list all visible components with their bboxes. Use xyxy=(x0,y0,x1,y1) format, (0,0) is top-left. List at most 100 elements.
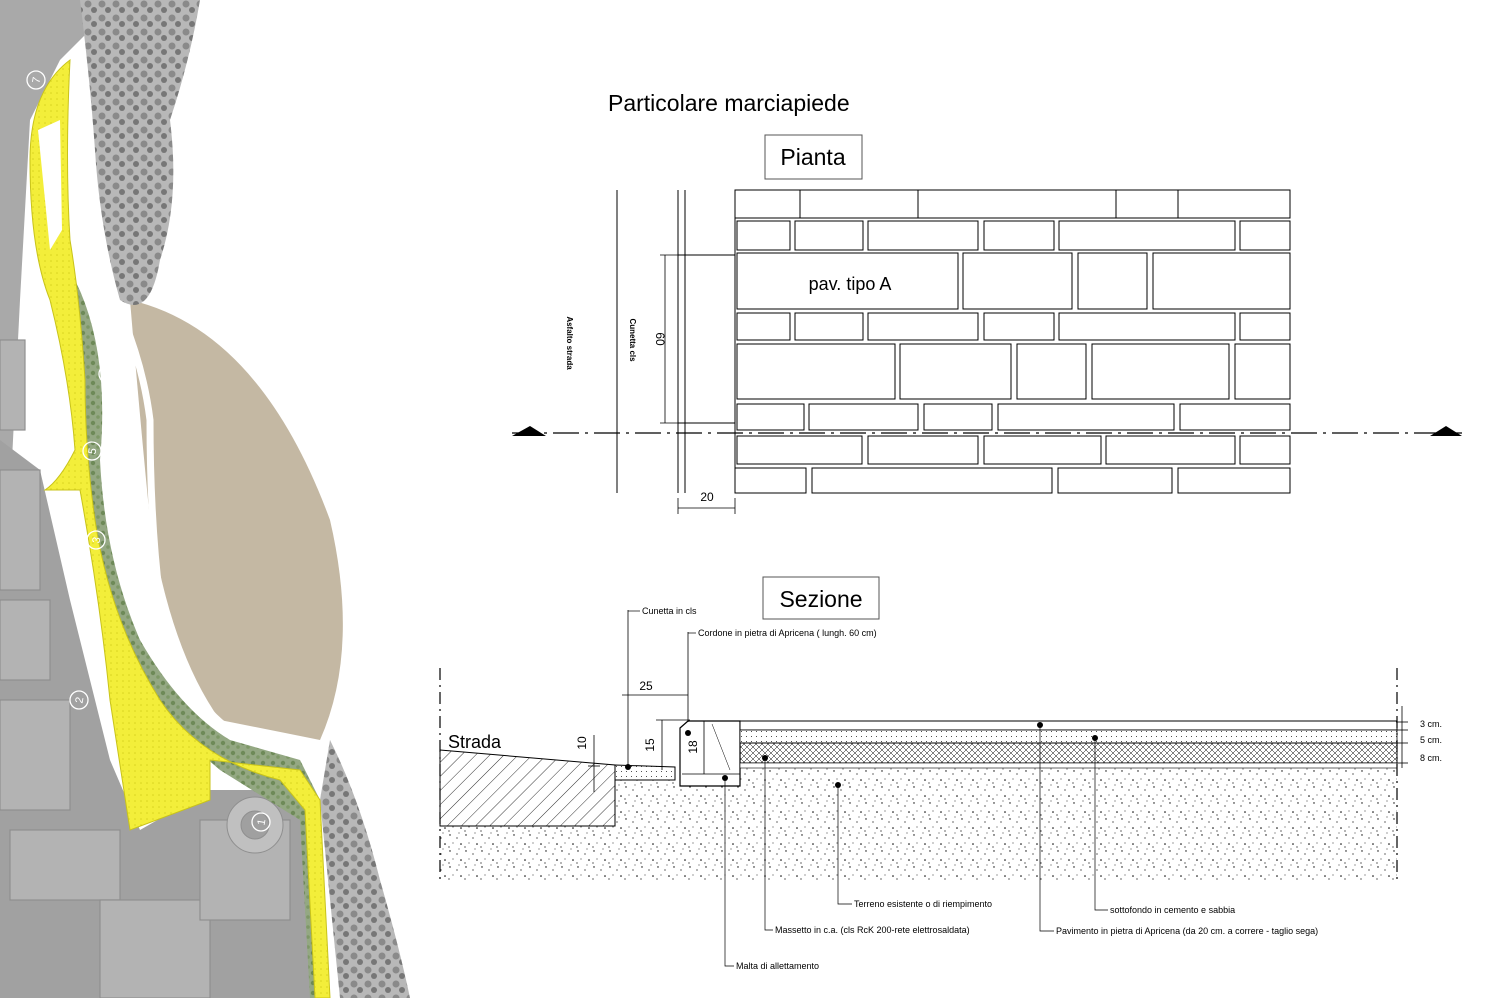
paving-brick xyxy=(1105,435,1236,465)
layer-thickness-3: 8 cm. xyxy=(1420,753,1442,763)
paving-brick xyxy=(1239,312,1291,341)
rocky-coast xyxy=(80,0,200,305)
map-marker-7 xyxy=(26,70,46,90)
paving-brick xyxy=(734,189,801,219)
dim-curb-height: 18 xyxy=(686,740,700,754)
map-marker-label: 6 xyxy=(32,334,45,342)
pianta-heading-box xyxy=(764,134,863,180)
layer-thickness-2: 5 cm. xyxy=(1420,735,1442,745)
paving-brick xyxy=(983,220,1055,251)
map-marker-label: 3 xyxy=(91,536,104,544)
paving-brick xyxy=(1239,435,1291,465)
map-marker-label: 4 xyxy=(103,370,116,378)
mortar-layer xyxy=(739,762,1398,769)
callout-curb: Cordone in pietra di Apricena ( lungh. 6… xyxy=(698,628,877,638)
paving-brick xyxy=(867,435,979,465)
pianta-heading: Pianta xyxy=(780,144,845,170)
paving-brick xyxy=(899,343,1012,400)
road-wedge xyxy=(439,749,616,827)
paving-brick xyxy=(734,467,807,494)
paving-brick xyxy=(1091,343,1230,400)
paving-brick xyxy=(1077,252,1148,310)
paving-brick xyxy=(808,403,919,431)
sea-area xyxy=(130,300,343,740)
map-marker-label: 5 xyxy=(87,447,100,455)
callout-subbase: sottofondo in cemento e sabbia xyxy=(1110,905,1235,915)
plan-dimension-60 xyxy=(660,254,680,424)
callout-soil: Terreno esistente o di riempimento xyxy=(854,899,992,909)
paving-brick xyxy=(794,312,864,341)
paving-brick xyxy=(1179,403,1291,431)
paving-brick xyxy=(983,312,1055,341)
paving-brick xyxy=(867,312,979,341)
callout-leaders xyxy=(628,610,1108,967)
building-blocks xyxy=(0,339,291,998)
paving-brick xyxy=(794,220,864,251)
gutter-label: Cunetta cls xyxy=(628,318,637,362)
dim-road-step: 10 xyxy=(575,736,589,750)
drawing-title: Particolare marciapiede xyxy=(608,90,850,116)
callout-gutter: Cunetta in cls xyxy=(642,606,697,616)
paving-brick xyxy=(983,435,1102,465)
paving-brick xyxy=(736,220,791,251)
map-marker-label: 7 xyxy=(31,76,44,84)
slab-layer xyxy=(739,742,1398,764)
paving-brick xyxy=(997,403,1175,431)
callout-paving: Pavimento in pietra di Apricena (da 20 c… xyxy=(1056,926,1318,936)
paving-brick xyxy=(736,343,896,400)
paving-brick xyxy=(1177,189,1291,219)
map-marker-3 xyxy=(86,530,106,550)
promenade-edge xyxy=(91,258,301,754)
paving-brick xyxy=(1234,343,1291,400)
paving-brick xyxy=(736,252,959,310)
paving-brick xyxy=(867,220,979,251)
paving-brick xyxy=(962,252,1073,310)
paving-brick xyxy=(1058,220,1236,251)
plan-outline xyxy=(616,190,736,493)
map-marker-label: 1 xyxy=(256,818,269,826)
section-arrow-right xyxy=(1430,426,1462,436)
paving-brick-pattern xyxy=(734,189,1291,494)
dim-gutter-step: 15 xyxy=(643,738,657,752)
paving-brick xyxy=(811,467,1053,494)
vegetation-strip xyxy=(60,280,330,998)
section-arrow-left xyxy=(512,426,546,436)
subbase-layer xyxy=(739,729,1398,744)
callout-dots xyxy=(625,722,1098,788)
map-marker-1 xyxy=(251,812,271,832)
paving-brick xyxy=(736,312,791,341)
site-plan-map: 7 6 5 4 3 2 1 xyxy=(0,0,410,998)
plan-dim-20-text: 20 xyxy=(700,490,714,504)
layer-thickness-1: 3 cm. xyxy=(1420,719,1442,729)
paving-brick xyxy=(1057,467,1173,494)
callout-mortar: Malta di allettamento xyxy=(736,961,819,971)
paving-brick xyxy=(1115,189,1179,219)
paving-brick xyxy=(923,403,993,431)
paving-brick xyxy=(1239,220,1291,251)
paving-brick xyxy=(1058,312,1236,341)
sezione-heading: Sezione xyxy=(779,586,862,612)
soil-fill xyxy=(440,768,1397,880)
paving-brick xyxy=(736,435,863,465)
gutter-block xyxy=(614,764,676,781)
sezione-heading-box xyxy=(762,576,880,620)
section-dimensions xyxy=(588,610,1408,792)
map-marker-label: 2 xyxy=(74,696,87,704)
dim-gutter-width: 25 xyxy=(639,679,653,693)
map-marker-5 xyxy=(82,441,102,461)
paving-brick xyxy=(1152,252,1291,310)
paving-type-label: pav. tipo A xyxy=(809,274,892,294)
land-area xyxy=(0,0,120,520)
plan-dimension-20 xyxy=(677,498,736,514)
map-marker-2 xyxy=(69,690,89,710)
road-label: Strada xyxy=(448,732,502,752)
map-marker-6 xyxy=(27,328,47,348)
paving-layer xyxy=(739,720,1398,731)
callout-slab: Massetto in c.a. (cls RcK 200-rete elett… xyxy=(775,925,970,935)
paving-brick xyxy=(799,189,919,219)
plan-dim-60-text: 60 xyxy=(653,332,667,346)
paving-brick xyxy=(1016,343,1087,400)
road-asphalt-label: Asfalto strada xyxy=(565,316,574,370)
paving-brick xyxy=(917,189,1117,219)
